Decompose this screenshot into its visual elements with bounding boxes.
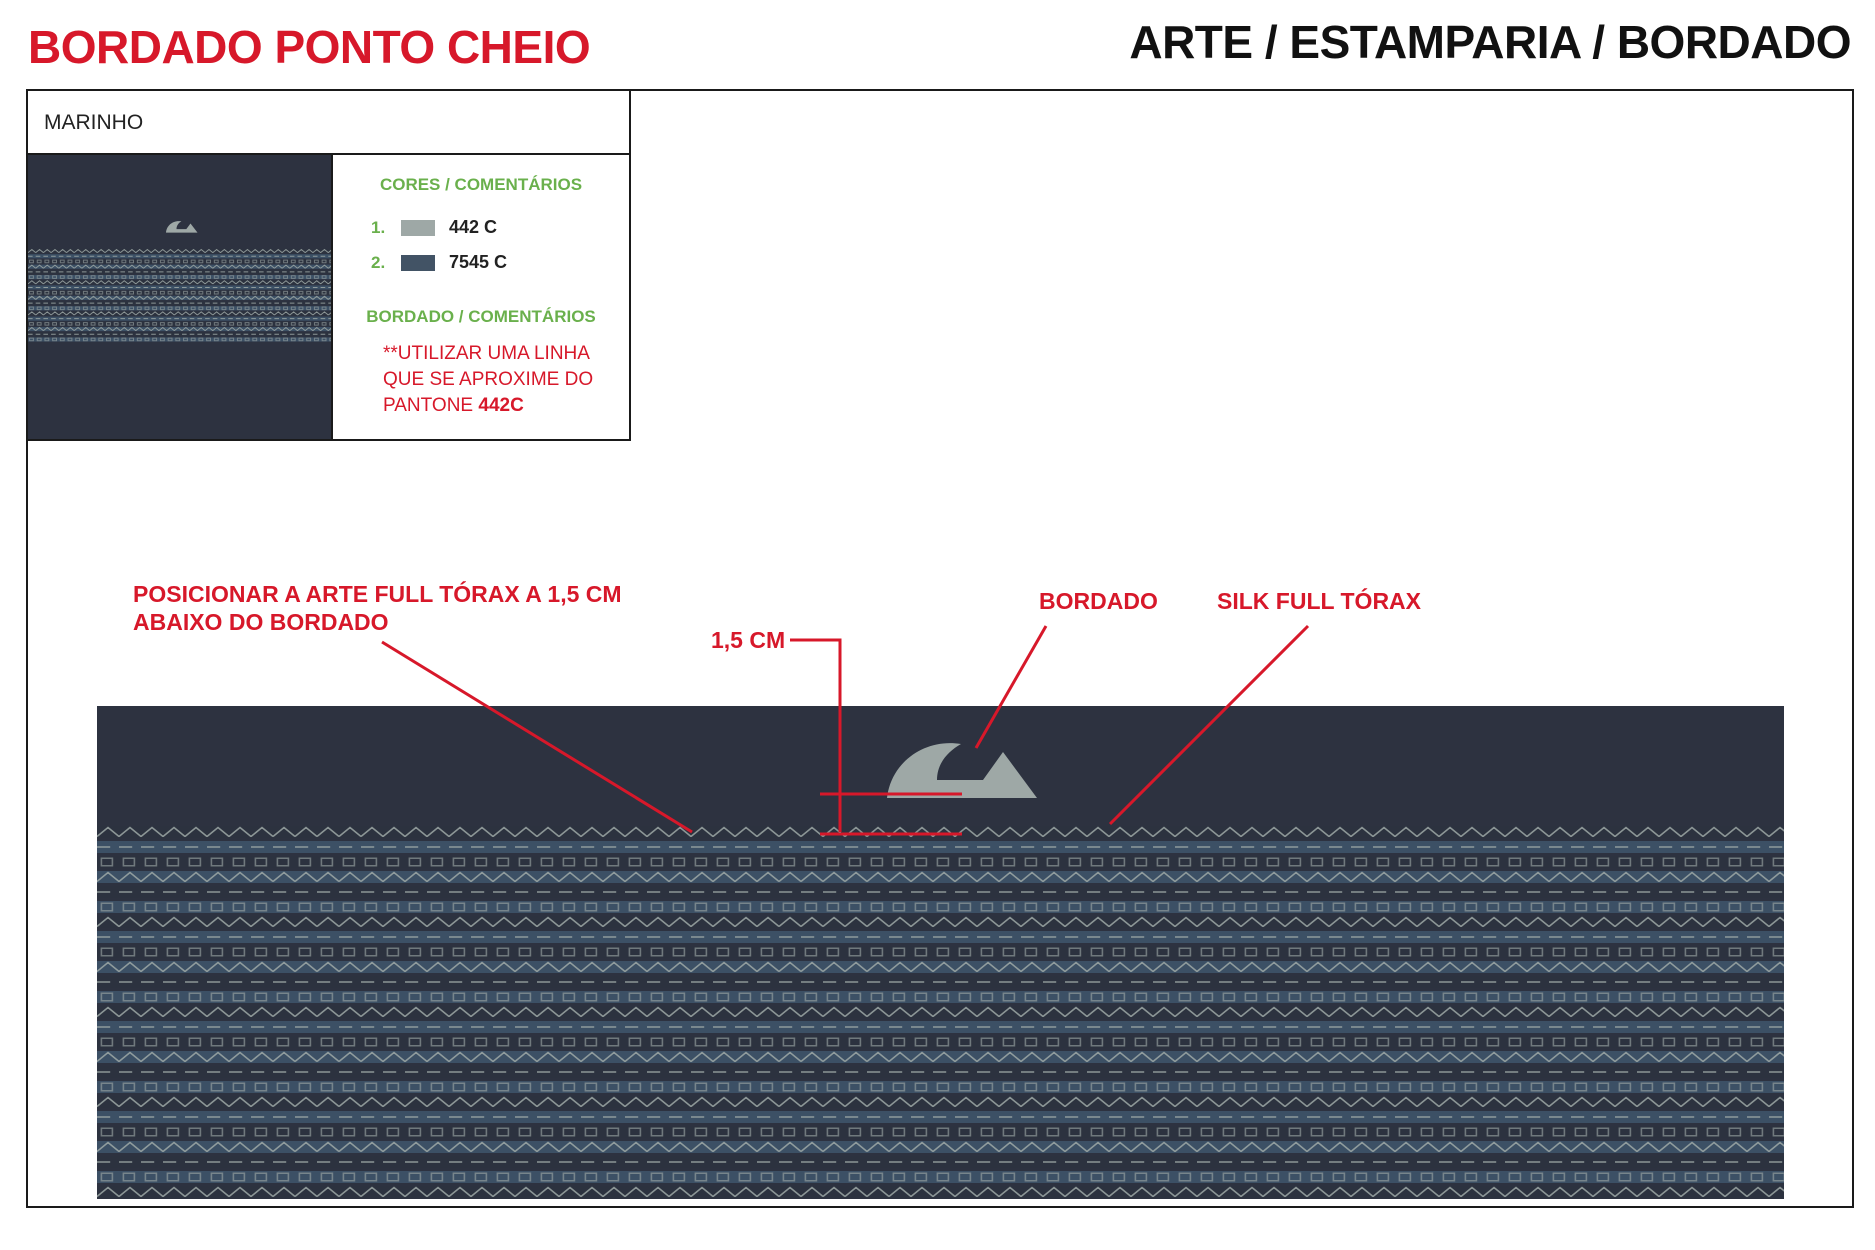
page-title-right: ARTE / ESTAMPARIA / BORDADO: [1129, 16, 1851, 68]
thumb-stripes: [28, 248, 331, 342]
colors-heading: CORES / COMENTÁRIOS: [379, 175, 583, 194]
color-number: 1.: [371, 217, 386, 237]
distance-callout: 1,5 CM: [711, 627, 786, 653]
variant-label: MARINHO: [28, 91, 629, 155]
color-info-box: MARINHO CORES / COMENTÁRIOS 1. 442 C 2. …: [26, 89, 631, 441]
embroidery-note-line: PANTONE 442C: [383, 395, 524, 416]
color-name: 7545 C: [449, 252, 508, 272]
silk-leader-line: [1108, 624, 1310, 826]
embroidery-note-line: **UTILIZAR UMA LINHA: [383, 343, 590, 364]
full-chest-artwork: [97, 706, 1784, 1199]
color-number: 2.: [371, 252, 386, 272]
pantone-code: 442C: [478, 395, 524, 416]
position-leader-line: [381, 640, 693, 834]
embroidery-note-line: QUE SE APROXIME DO: [383, 369, 594, 390]
color-name: 442 C: [449, 217, 498, 237]
color-notes: CORES / COMENTÁRIOS 1. 442 C 2. 7545 C B…: [333, 155, 629, 439]
artwork-thumbnail: [28, 155, 333, 439]
embroidery-heading: BORDADO / COMENTÁRIOS: [366, 307, 596, 326]
artwork-pattern: [97, 743, 1784, 1198]
color-row-2: 2. 7545 C: [371, 252, 507, 273]
position-callout: POSICIONAR A ARTE FULL TÓRAX A 1,5 CM AB…: [133, 581, 622, 635]
silk-callout: SILK FULL TÓRAX: [1217, 588, 1422, 614]
art-stripes: [97, 826, 1784, 1198]
thumb-logo-icon: [166, 221, 198, 233]
embroidery-logo-icon: [887, 743, 1037, 798]
thumbnail-pattern: [28, 221, 331, 342]
color-swatch-7545c: [401, 254, 435, 271]
color-row-1: 1. 442 C: [371, 217, 497, 238]
artwork-frame: [26, 89, 1854, 1208]
distance-leader-line: [790, 638, 842, 832]
embroidery-leader-line: [974, 625, 1048, 749]
color-swatch-442c: [401, 219, 435, 236]
embroidery-note: **UTILIZAR UMA LINHA QUE SE APROXIME DO …: [383, 341, 593, 419]
embroidery-callout: BORDADO: [1039, 588, 1158, 614]
page-title-left: BORDADO PONTO CHEIO: [28, 21, 591, 73]
